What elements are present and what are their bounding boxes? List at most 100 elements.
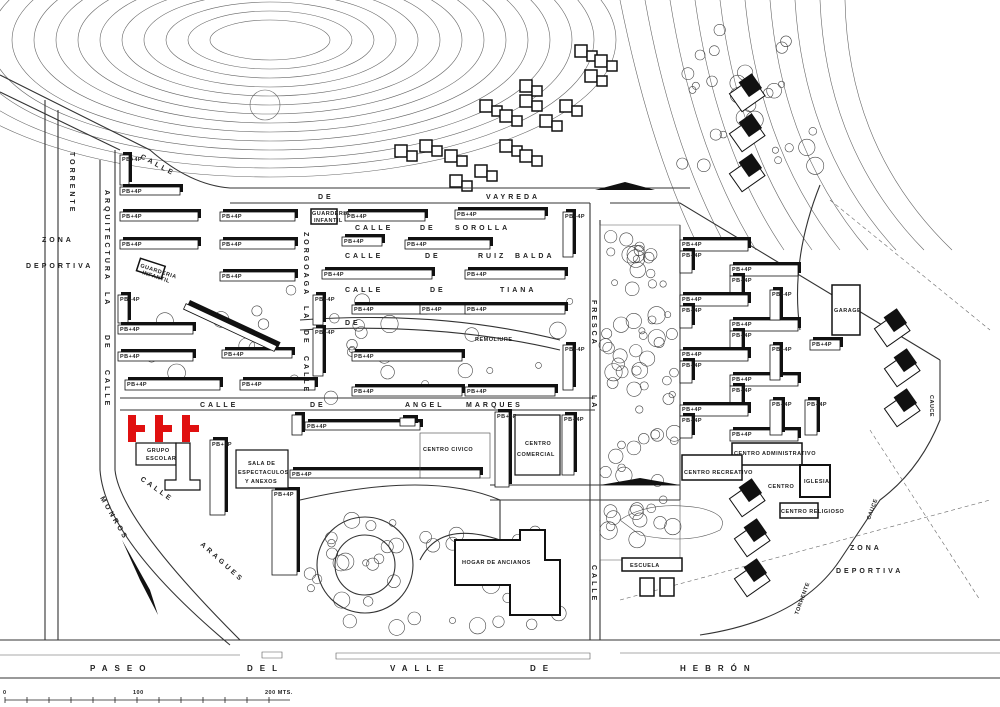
label: ESPECTACULOS — [238, 470, 289, 476]
school-red-block — [128, 415, 145, 442]
tree — [380, 314, 399, 333]
housing-block: PB+4P — [209, 437, 232, 516]
housing-label: PB+4P — [772, 292, 792, 298]
scale-label: 200 MTS. — [265, 690, 293, 696]
centro-comercial-building — [514, 414, 561, 476]
tree — [526, 618, 538, 630]
tree — [257, 318, 270, 330]
tree — [604, 363, 623, 382]
label: LA — [302, 306, 309, 321]
label: DE — [318, 194, 334, 201]
housing-block: PB+4P — [679, 237, 751, 252]
tree — [598, 338, 613, 352]
label: ARQUITECTURA — [103, 190, 110, 282]
pavilion-block — [873, 308, 911, 348]
label: CENTRO CIVICO — [423, 447, 473, 453]
label: GUARDERIA — [312, 211, 350, 217]
hillside-house — [499, 139, 523, 157]
label: DE — [345, 320, 361, 327]
hillside-house — [444, 149, 468, 167]
garage-building — [831, 284, 861, 336]
label: SALA DE — [248, 461, 275, 467]
housing-label: PB+4P — [807, 402, 827, 408]
tree — [333, 591, 351, 609]
tree — [669, 367, 679, 378]
housing-label: PB+4P — [812, 342, 832, 348]
housing-label: PB+4P — [682, 352, 702, 358]
tree — [694, 49, 706, 61]
tree — [323, 390, 338, 405]
tree — [639, 331, 648, 340]
label: ZONA — [850, 545, 882, 552]
housing-block: PB+4P — [119, 152, 142, 186]
tree — [681, 67, 695, 80]
tree — [650, 429, 661, 440]
tree — [719, 130, 728, 139]
label: COMERCIAL — [517, 452, 555, 458]
housing-block: PB+4P — [351, 349, 465, 362]
housing-block: PB+4P — [219, 269, 298, 282]
plaza-circle — [299, 484, 723, 614]
housing-block: PB+4P — [679, 413, 702, 439]
scale-bar: 0 100 200 MTS. — [3, 690, 293, 703]
street-labels: CALLE DE VAYREDA CALLE DE SOROLLA CALLE … — [90, 154, 757, 673]
tree — [387, 574, 401, 588]
tree — [632, 512, 648, 528]
housing-block — [291, 412, 305, 436]
tree — [457, 363, 473, 379]
hogar-ancianos-building — [454, 529, 561, 616]
housing-block: PB+4P — [809, 337, 843, 351]
tree — [774, 156, 782, 164]
label: CAUCE — [866, 498, 879, 521]
pavilion-block — [733, 518, 771, 558]
housing-block: PB+4P — [562, 342, 585, 391]
tree — [566, 297, 574, 305]
label: MONROS — [98, 496, 129, 542]
label: ESCOLAR — [146, 456, 176, 462]
label: LA — [590, 395, 597, 410]
label: HEBRÓN — [680, 664, 757, 673]
housing-label: PB+4P — [347, 214, 367, 220]
housing-label: PB+4P — [324, 272, 344, 278]
tree — [615, 365, 629, 379]
tree — [763, 87, 774, 99]
tree — [775, 41, 788, 54]
school-red-block — [155, 415, 172, 442]
housing-label: PB+4P — [344, 239, 364, 245]
scale-label: 0 — [3, 690, 7, 696]
tree — [646, 268, 656, 279]
housing-label: PB+4P — [682, 253, 702, 259]
tree — [617, 463, 626, 472]
tree — [708, 45, 720, 57]
housing-label: PB+4P — [224, 352, 244, 358]
housing-block: PB+4P — [729, 317, 801, 332]
housing-block: PB+4P — [494, 409, 517, 488]
housing-block: PB+4P — [117, 292, 140, 324]
iglesia-building — [799, 464, 831, 498]
label: DE — [530, 664, 555, 673]
tree — [354, 326, 368, 339]
housing-block — [399, 415, 418, 427]
label: DEL — [247, 664, 284, 673]
hill-contours — [0, 0, 953, 251]
tree — [713, 23, 726, 36]
housing-blocks: PB+4PPB+4PPB+4PPB+4PPB+4PPB+4PPB+4PPB+4P… — [117, 73, 921, 598]
tree — [608, 448, 624, 464]
housing-label: PB+4P — [467, 307, 487, 313]
label: CALLE — [103, 370, 110, 408]
tree — [644, 248, 658, 261]
tree — [606, 247, 616, 257]
label: INFANTIL — [314, 218, 343, 224]
tree — [629, 261, 646, 279]
label: CALLE — [355, 225, 393, 232]
hillside-house — [474, 164, 498, 182]
label: CENTRO RELIGIOSO — [781, 509, 845, 515]
hillside-house — [519, 149, 543, 167]
tree — [469, 617, 487, 635]
housing-label: PB+4P — [467, 389, 487, 395]
hillside-house — [449, 174, 473, 192]
housing-block: PB+4P — [729, 262, 801, 277]
housing-label: PB+4P — [422, 307, 442, 313]
housing-label: PB+4P — [315, 330, 335, 336]
housing-block: PB+4P — [289, 467, 483, 479]
